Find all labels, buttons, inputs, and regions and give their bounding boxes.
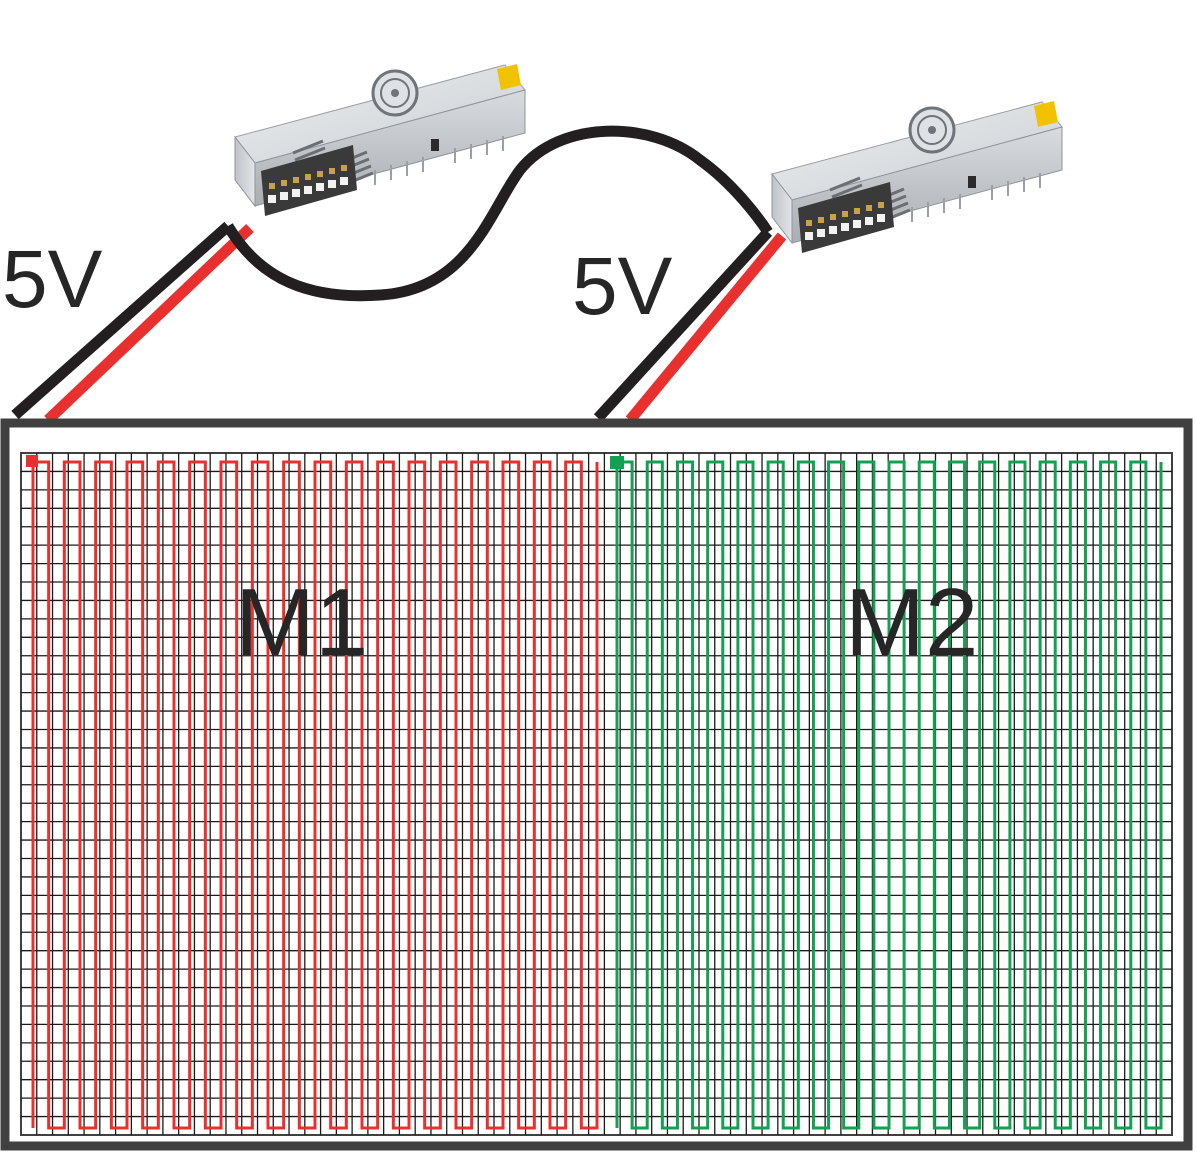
data-input-marker-m1 [26, 455, 38, 467]
led-strip-path [31, 460, 599, 1130]
panel-inner-border [20, 452, 1173, 1136]
voltage-label-2: 5V [572, 241, 673, 332]
power-supply-1 [233, 62, 527, 218]
power-supply-2 [770, 99, 1064, 255]
wire-black-link [223, 125, 773, 302]
wires [11, 125, 787, 424]
voltage-label-1: 5V [2, 234, 103, 325]
led-strip-m1 [31, 460, 599, 1130]
power-supply-icon [770, 99, 1064, 255]
module-label-m1: M1 [235, 569, 368, 676]
wire-red-2 [625, 232, 787, 424]
led-strip-path [615, 460, 1163, 1130]
led-strip-m2 [615, 460, 1163, 1130]
power-supply-icon [233, 62, 527, 218]
wire-black-2 [593, 228, 773, 422]
wire-black-1 [11, 221, 232, 420]
data-input-marker-m2 [610, 456, 624, 469]
module-label-m2: M2 [845, 569, 978, 676]
wire-red-1 [44, 224, 254, 424]
